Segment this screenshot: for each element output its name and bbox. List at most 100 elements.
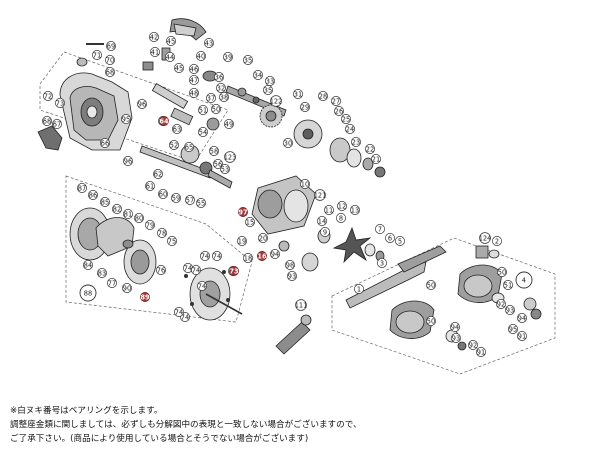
part-callout: 86 bbox=[88, 190, 98, 200]
part-callout: 7 bbox=[375, 224, 385, 234]
callout-number: 23 bbox=[352, 138, 360, 146]
callout-circle bbox=[149, 32, 159, 42]
callout-number: 88 bbox=[84, 289, 92, 297]
part-callout: 90 bbox=[122, 283, 132, 293]
part-callout: 121 bbox=[314, 189, 327, 201]
part-callout: 95 bbox=[508, 324, 518, 334]
callout-number: 25 bbox=[342, 115, 350, 123]
callout-circle bbox=[158, 189, 168, 199]
part-callout: 37 bbox=[206, 93, 216, 103]
callout-number: 33 bbox=[266, 77, 274, 85]
callout-circle bbox=[238, 207, 248, 217]
callout-number: 5 bbox=[398, 237, 402, 245]
callout-number: 44 bbox=[166, 53, 174, 61]
part-callout: 93 bbox=[451, 333, 461, 343]
part-callout: 29 bbox=[300, 102, 310, 112]
callout-number: 74 bbox=[213, 252, 221, 260]
part-callout: 55 bbox=[196, 198, 206, 208]
callout-circle bbox=[159, 116, 169, 126]
callout-number: 49 bbox=[225, 120, 233, 128]
part-callout: 54 bbox=[198, 127, 208, 137]
callout-circle bbox=[196, 198, 206, 208]
callout-number: 96 bbox=[124, 157, 132, 165]
part-callout: 124 bbox=[479, 232, 492, 244]
callout-circle bbox=[377, 258, 387, 268]
callout-circle bbox=[243, 55, 253, 65]
part-callout: 34 bbox=[253, 70, 263, 80]
callout-circle bbox=[52, 119, 62, 129]
part-callout: 93 bbox=[287, 271, 297, 281]
callout-circle bbox=[112, 204, 122, 214]
part-callout: 81 bbox=[123, 209, 133, 219]
callout-number: 91 bbox=[518, 332, 526, 340]
callout-number: 26 bbox=[335, 107, 343, 115]
callout-circle bbox=[385, 233, 395, 243]
callout-circle bbox=[243, 253, 253, 263]
part-callout: 92 bbox=[468, 340, 478, 350]
callout-circle bbox=[371, 154, 381, 164]
callout-circle bbox=[345, 124, 355, 134]
callout-circle bbox=[165, 52, 175, 62]
callout-number: 11 bbox=[325, 206, 333, 214]
bearing-note: ※白ヌキ番号はベアリングを示します。 bbox=[10, 406, 163, 416]
callout-number: 123 bbox=[224, 153, 237, 161]
part-callout: 18 bbox=[243, 253, 253, 263]
handle-arm-part bbox=[345, 245, 447, 309]
bearing-callout: 97 bbox=[238, 207, 248, 217]
part-callout: 53 bbox=[220, 164, 230, 174]
callout-number: 122 bbox=[270, 97, 283, 105]
part-callout: 13 bbox=[350, 205, 360, 215]
callout-number: 52 bbox=[170, 141, 178, 149]
part-callout: 77 bbox=[107, 278, 117, 288]
notes-block: ※白ヌキ番号はベアリングを示します。 調整座金類に関しましては、必ずしも分解図中… bbox=[10, 404, 595, 446]
washer-disclaimer-line2: ご了承下さい。(商品により使用している場合とそうでない場合がございます) bbox=[10, 434, 309, 444]
callout-number: 10 bbox=[301, 180, 309, 188]
part-callout: 74 bbox=[174, 307, 184, 317]
callout-number: 121 bbox=[314, 191, 327, 199]
callout-number: 45 bbox=[175, 64, 183, 72]
callout-circle bbox=[503, 280, 513, 290]
callout-number: 1 bbox=[357, 285, 361, 293]
callout-circle bbox=[287, 271, 297, 281]
callout-number: 62 bbox=[154, 170, 162, 178]
callout-circle bbox=[224, 119, 234, 129]
assembly-box-side-plate bbox=[65, 175, 253, 323]
callout-circle bbox=[426, 316, 436, 326]
thumb-bar-part bbox=[169, 18, 207, 41]
callout-number: 94 bbox=[451, 323, 459, 331]
brake-plate-part bbox=[184, 267, 243, 321]
callout-number: 29 bbox=[301, 103, 309, 111]
callout-number: 92 bbox=[497, 300, 505, 308]
part-callout: 9 bbox=[320, 227, 330, 237]
callout-number: 8 bbox=[339, 214, 343, 222]
callout-number: 93 bbox=[452, 334, 460, 342]
drive-gear-part bbox=[259, 104, 283, 128]
handle-screw-part bbox=[275, 321, 311, 355]
callout-circle bbox=[336, 213, 346, 223]
callout-circle bbox=[213, 159, 223, 169]
part-callout: 33 bbox=[265, 76, 275, 86]
callout-number: 20 bbox=[259, 234, 267, 242]
callout-number: 65 bbox=[185, 143, 193, 151]
callout-circle bbox=[189, 75, 199, 85]
callout-number: 66 bbox=[101, 139, 109, 147]
part-callout: 39 bbox=[223, 52, 233, 62]
callout-circle bbox=[476, 347, 486, 357]
part-callout: 23 bbox=[351, 137, 361, 147]
part-callout: 62 bbox=[153, 169, 163, 179]
callout-circle bbox=[198, 105, 208, 115]
part-callout: 35 bbox=[263, 85, 273, 95]
callout-circle bbox=[43, 91, 53, 101]
part-callout: 51 bbox=[198, 105, 208, 115]
callout-number: 74 bbox=[181, 313, 189, 321]
callout-circle bbox=[209, 146, 219, 156]
callout-number: 61 bbox=[146, 182, 154, 190]
callout-circle bbox=[121, 114, 131, 124]
side-plate-part bbox=[69, 207, 157, 285]
callout-number: 69 bbox=[107, 42, 115, 50]
part-callout: 91 bbox=[517, 331, 527, 341]
part-callout: 70 bbox=[105, 55, 115, 65]
callout-number: 41 bbox=[151, 48, 159, 56]
part-callout: 51 bbox=[503, 280, 513, 290]
callout-number: 124 bbox=[479, 234, 492, 242]
